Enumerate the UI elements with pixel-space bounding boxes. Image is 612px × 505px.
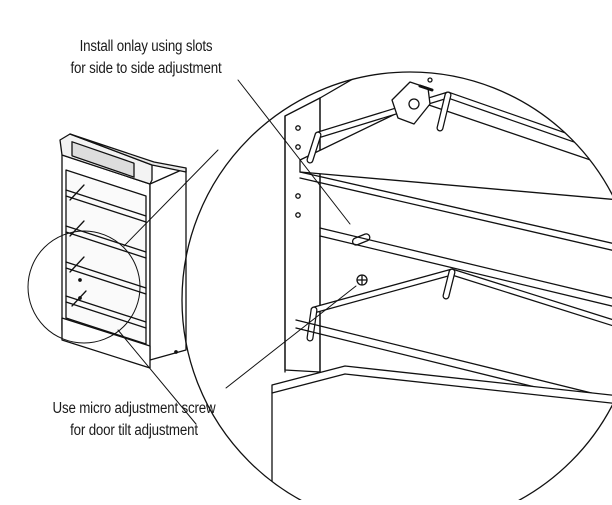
magnified-detail	[271, 72, 612, 505]
cabinet-overview	[59, 133, 187, 369]
callout-micro-screw-line2: for door tilt adjustment	[70, 422, 198, 439]
callout-slots-line1: Install onlay using slots	[79, 38, 213, 55]
leader-line-screw	[225, 285, 357, 389]
callout-micro-screw: Use micro adjustment screw for door tilt…	[19, 398, 249, 442]
leader-line-slots	[237, 79, 351, 225]
micro-adjustment-screw	[356, 274, 368, 286]
magnifier-circle	[181, 71, 612, 505]
callout-micro-screw-line1: Use micro adjustment screw	[52, 400, 216, 417]
callout-slots-line2: for side to side adjustment	[70, 60, 222, 77]
adjustment-slot	[351, 233, 371, 246]
callout-slots: Install onlay using slots for side to si…	[20, 36, 271, 80]
detail-highlight-circle	[27, 230, 141, 344]
